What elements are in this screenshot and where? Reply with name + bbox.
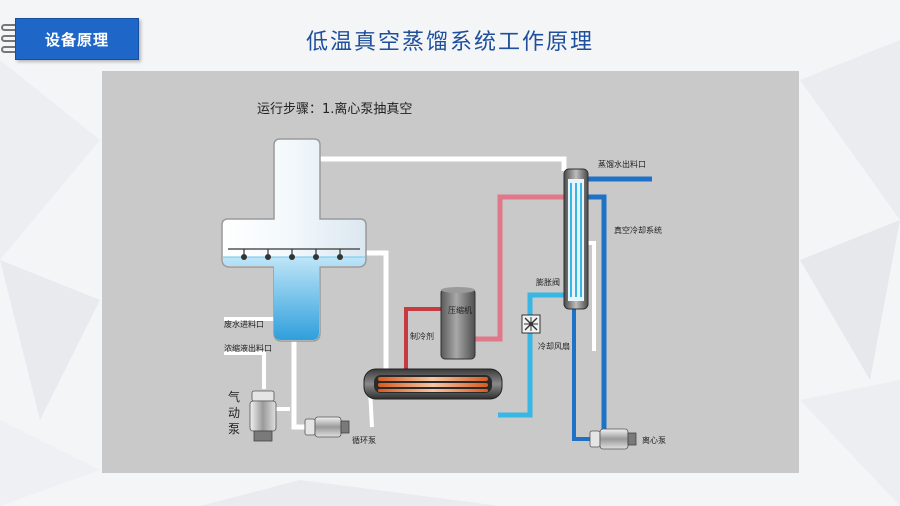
page-title: 低温真空蒸馏系统工作原理 (305, 30, 594, 55)
diagram-panel: 运行步骤：1.离心泵抽真空 (102, 71, 799, 473)
process-diagram: 运行步骤：1.离心泵抽真空 (221, 101, 666, 450)
refrigerant-label: 制冷剂 (410, 331, 434, 341)
evaporator-vessel (221, 138, 367, 342)
cold-refrigerant-pipe (498, 292, 564, 418)
condenser-drain-pipe (588, 241, 596, 351)
pneumatic-pump-label-3: 泵 (228, 422, 240, 436)
concentrate-pipe (224, 351, 266, 389)
heat-exchanger (363, 368, 503, 400)
centrifugal-pump-label: 离心泵 (642, 435, 666, 445)
centrifugal-pump (589, 428, 637, 450)
hot-refrigerant-pipe (474, 194, 564, 342)
expansion-valve-label: 膨胀阀 (536, 277, 560, 287)
evaporator-feed-pipe (364, 250, 389, 369)
pneumatic-pump (249, 390, 277, 442)
pneumatic-pump-label-1: 气 (228, 389, 240, 404)
circulation-pump (304, 416, 350, 438)
compressor-label: 压缩机 (448, 305, 472, 315)
vacuum-return-pipe (572, 307, 592, 441)
step-label: 运行步骤：1.离心泵抽真空 (257, 101, 412, 117)
refrigerant-pipe (404, 307, 441, 369)
vacuum-cooling-label: 真空冷却系统 (614, 225, 662, 235)
wastewater-inlet-label: 废水进料口 (224, 319, 264, 329)
section-tag: 设备原理 (15, 18, 139, 60)
fan-icon (521, 314, 541, 334)
spray-nozzles (241, 254, 343, 260)
circulation-pipe (291, 329, 307, 430)
circulation-pump-label: 循环泵 (352, 435, 376, 445)
condenser (563, 168, 589, 310)
vapor-pipe (314, 156, 567, 171)
pneumatic-pump-label-2: 动 (228, 406, 240, 420)
distillate-outlet-label: 蒸馏水出料口 (598, 159, 646, 169)
concentrate-outlet-label: 浓缩液出料口 (224, 343, 272, 353)
cooling-fan-label: 冷却风扇 (538, 341, 570, 351)
compressor (440, 287, 476, 360)
